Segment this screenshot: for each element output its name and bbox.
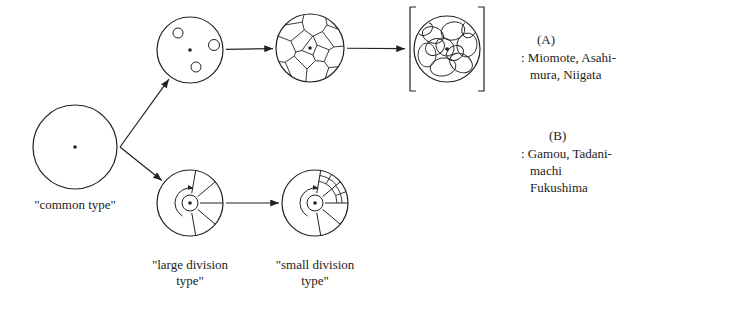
- place-label: : Miomote, Asahi-mura, Niigata: [521, 49, 620, 83]
- circle-illustration: [30, 102, 120, 192]
- circle-node: [273, 11, 347, 85]
- arrow-connector: [226, 48, 273, 50]
- place-label: : Gamou, Tadani-machi Fukushima: [521, 145, 622, 196]
- type-label: "small division type": [267, 257, 363, 289]
- circle-node: [154, 14, 226, 86]
- circle-node: [408, 5, 486, 93]
- type-label: "large division type": [142, 257, 238, 289]
- place-label: (A): [537, 31, 555, 48]
- circle-illustration: [279, 167, 351, 239]
- place-label: (B): [549, 127, 566, 144]
- arrow-connector: [120, 79, 169, 147]
- circle-node: "common type": [20, 102, 130, 213]
- arrow-connector: [226, 202, 279, 203]
- circle-illustration: [154, 167, 226, 239]
- arrow-connector: [120, 147, 162, 181]
- arrow-connector: [347, 48, 405, 50]
- circle-node: "small division type": [267, 167, 363, 289]
- circle-illustration: [154, 14, 226, 86]
- circle-illustration: [273, 11, 347, 85]
- bracketed-illustration: [408, 5, 486, 93]
- circle-node: "large division type": [142, 167, 238, 289]
- type-label: "common type": [20, 197, 130, 213]
